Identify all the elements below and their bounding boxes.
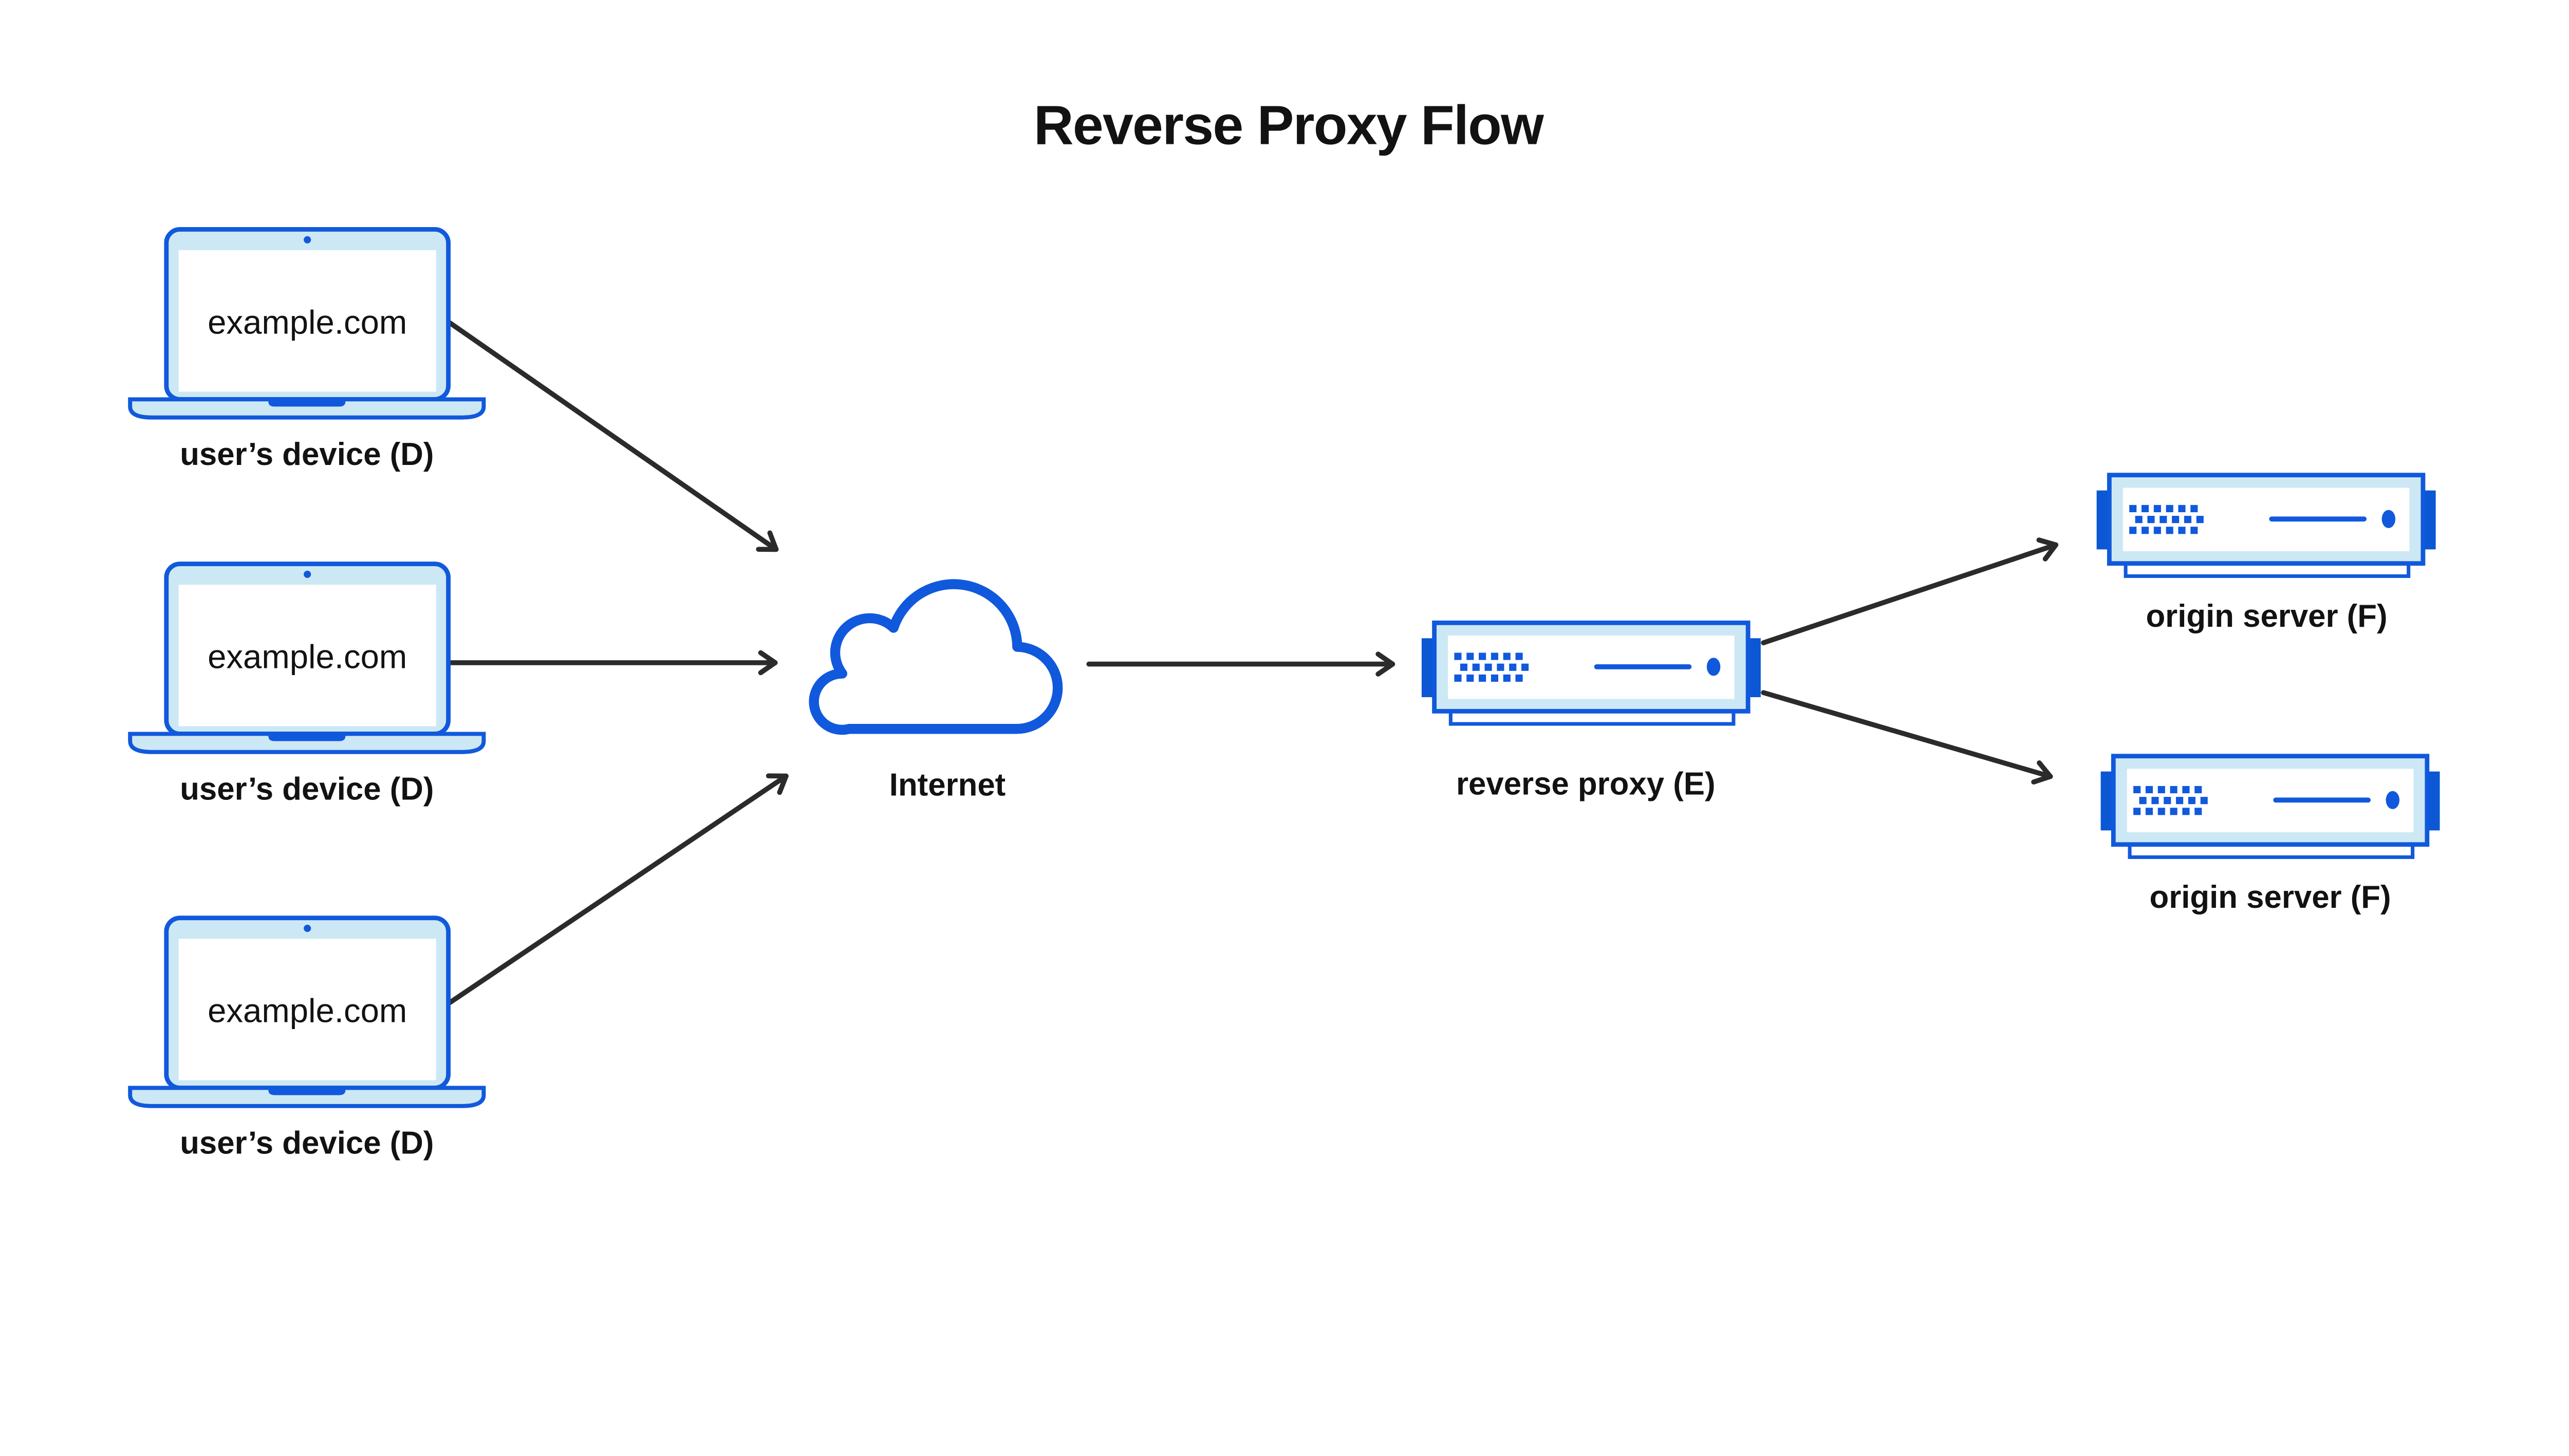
user-device-2: example.com user’s device (D): [130, 564, 483, 807]
device-label: user’s device (D): [180, 771, 434, 807]
cloud-icon: [809, 579, 1063, 735]
origin-server-label: origin server (F): [2146, 599, 2387, 634]
user-device-1: example.com user’s device (D): [130, 229, 483, 472]
server-icon: [2097, 475, 2436, 576]
arrow-proxy-to-origin2: [1761, 690, 2053, 785]
arrow-proxy-to-origin1: [1761, 537, 2059, 645]
internet-label: Internet: [889, 767, 1006, 802]
origin-server-1: origin server (F): [2097, 475, 2436, 634]
user-device-3: example.com user’s device (D): [130, 918, 483, 1161]
server-icon: [1422, 623, 1761, 724]
reverse-proxy-label: reverse proxy (E): [1456, 767, 1716, 802]
internet-node: Internet: [809, 579, 1063, 802]
device-label: user’s device (D): [180, 1125, 434, 1161]
origin-server-2: origin server (F): [2101, 756, 2440, 915]
reverse-proxy-flow-diagram: Reverse Proxy Flow example.com user’s de…: [127, 94, 2443, 1161]
device-screen-text: example.com: [208, 638, 407, 676]
server-icon: [2101, 756, 2440, 857]
device-label: user’s device (D): [180, 437, 434, 472]
reverse-proxy-node: reverse proxy (E): [1422, 623, 1761, 802]
origin-server-label: origin server (F): [2150, 880, 2391, 915]
arrows: [447, 320, 2059, 1005]
arrow-device1-to-internet: [447, 320, 779, 552]
device-screen-text: example.com: [208, 303, 407, 341]
diagram-title: Reverse Proxy Flow: [1034, 95, 1544, 156]
arrow-device3-to-internet: [447, 773, 789, 1005]
device-screen-text: example.com: [208, 992, 407, 1030]
